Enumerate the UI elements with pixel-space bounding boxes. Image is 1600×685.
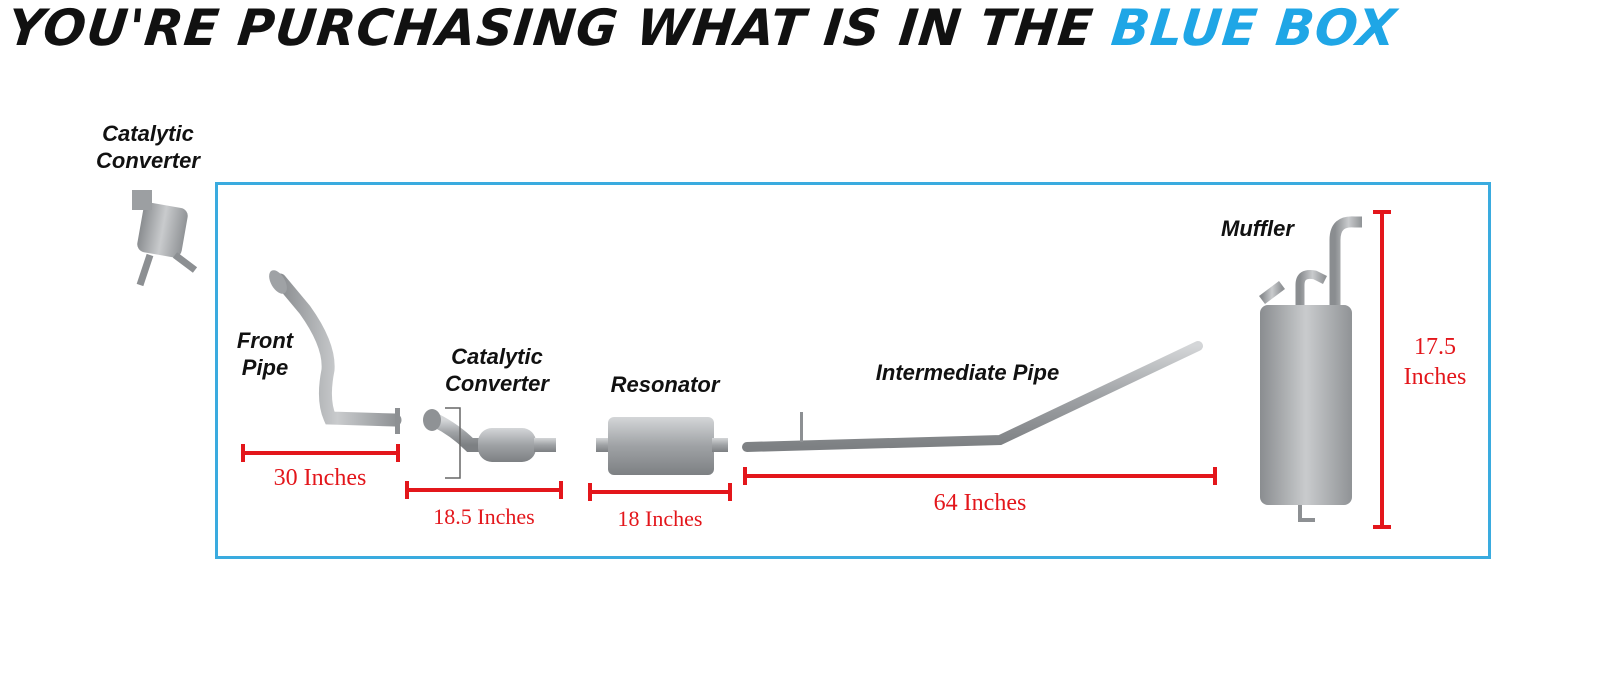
excluded-catalytic-converter-label: Catalytic Converter — [78, 120, 218, 174]
resonator-dimension: 18 Inches — [617, 506, 703, 531]
label-line: Converter — [445, 371, 549, 396]
included-parts-box — [215, 182, 1491, 559]
front-pipe-label: Front Pipe — [220, 327, 310, 381]
label-line: Converter — [96, 148, 200, 173]
dimension-lines — [241, 210, 1391, 529]
dimension-line-2: Inches — [1403, 364, 1467, 390]
intermediate-pipe-image — [742, 341, 1203, 452]
catalytic-converter-dimension: 18.5 Inches — [433, 504, 535, 529]
front-pipe-dimension: 30 Inches — [273, 465, 367, 491]
muffler-label: Muffler — [1221, 216, 1294, 241]
label-line: Catalytic — [451, 344, 543, 369]
catalytic-converter-label: Catalytic Converter — [422, 343, 572, 397]
resonator-label: Resonator — [610, 372, 720, 397]
muffler-image — [1259, 216, 1362, 522]
excluded-catalytic-converter-image — [132, 190, 198, 287]
dimension-line-1: 17.5 — [1414, 334, 1456, 360]
resonator-image — [596, 417, 728, 475]
label-line: Pipe — [241, 355, 289, 380]
intermediate-pipe-dimension: 64 Inches — [933, 490, 1027, 516]
front-pipe-image — [269, 270, 402, 434]
label-line: Front — [236, 328, 294, 353]
label-line: Catalytic — [102, 121, 194, 146]
muffler-dimension: 17.5 Inches — [1390, 332, 1480, 392]
intermediate-pipe-label: Intermediate Pipe — [875, 360, 1060, 385]
catalytic-converter-image — [423, 407, 556, 479]
